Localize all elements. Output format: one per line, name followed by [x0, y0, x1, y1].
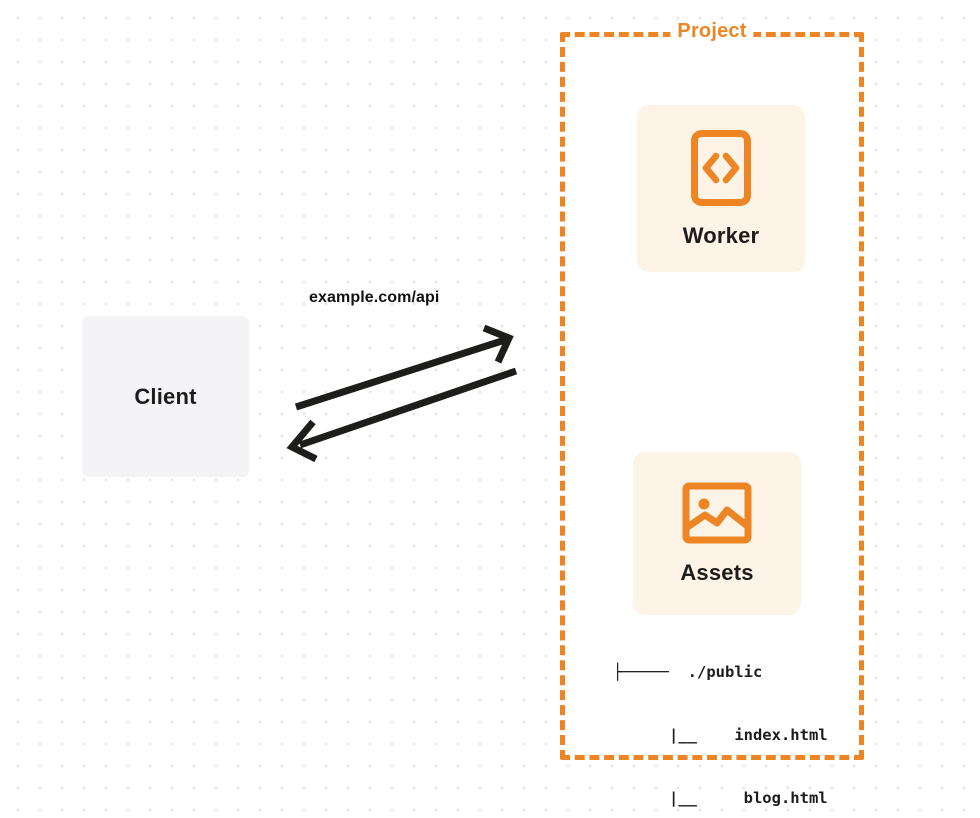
file-tree-row: ├───── ./public — [613, 663, 763, 681]
connection-label: example.com/api — [309, 289, 440, 306]
project-container: Project Worker Assets — [560, 20, 864, 807]
worker-label: Worker — [682, 222, 760, 248]
assets-label: Assets — [680, 559, 754, 585]
response-arrow — [286, 367, 518, 463]
project-title: Project — [670, 20, 754, 44]
request-arrow — [294, 324, 514, 411]
file-tree-row: |__ index.html — [613, 726, 828, 744]
code-brackets-icon — [690, 129, 752, 207]
assets-card[interactable]: Assets — [633, 452, 801, 615]
file-tree-row: |__ blog.html — [613, 789, 828, 807]
client-label: Client — [134, 383, 197, 409]
worker-card[interactable]: Worker — [637, 105, 805, 272]
assets-file-tree: ├───── ./public |__ index.html |__ blog.… — [613, 620, 828, 818]
client-node[interactable]: Client — [82, 316, 249, 477]
image-icon — [682, 482, 752, 544]
